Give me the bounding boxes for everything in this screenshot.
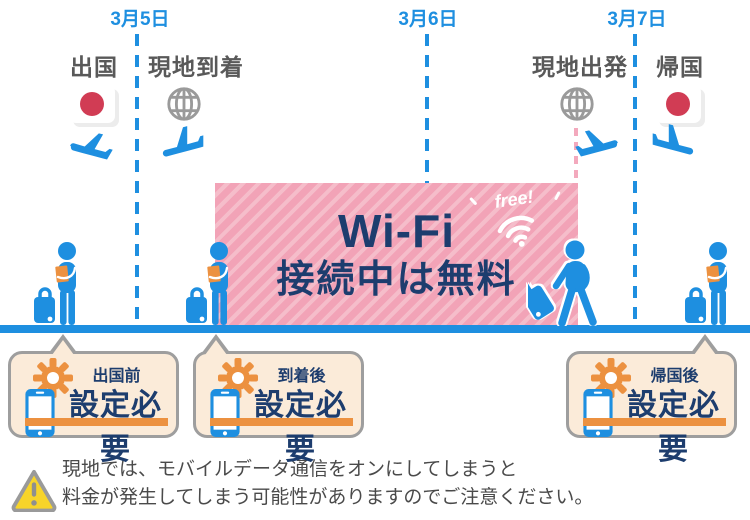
warning-icon bbox=[10, 468, 58, 513]
wifi-banner-subtitle: 接続中は無料 bbox=[276, 259, 517, 301]
globe-icon bbox=[558, 85, 596, 123]
event-label-local-arrival: 現地到着 bbox=[148, 54, 244, 80]
callout-underline-bar bbox=[25, 418, 168, 426]
callout-after-return: 帰国後 設定必要 bbox=[566, 334, 737, 466]
day-separator-line bbox=[135, 34, 139, 325]
callout-action-label: 設定必要 bbox=[69, 389, 162, 466]
gear-icon bbox=[218, 358, 258, 398]
smartphone-icon bbox=[24, 388, 56, 438]
warning-text: 現地では、モバイルデータ通信をオンにしてしまうと 料金が発生してしまう可能性があ… bbox=[62, 456, 593, 512]
wifi-signal-icon bbox=[490, 205, 545, 255]
traveler-standing bbox=[684, 241, 734, 331]
event-label-local-departure: 現地出発 bbox=[532, 54, 628, 80]
callout-period-label: 帰国後 bbox=[650, 368, 699, 385]
day-separator-line bbox=[425, 34, 429, 325]
callout-underline-bar bbox=[210, 418, 353, 426]
flag-red-circle bbox=[80, 92, 104, 116]
japan-flag-icon bbox=[655, 85, 701, 123]
plane-takeoff-icon bbox=[67, 131, 113, 163]
traveler-standing bbox=[33, 241, 83, 331]
free-badge: free! bbox=[469, 184, 561, 259]
speech-bubble-tail bbox=[201, 334, 231, 355]
callout-underline-bar bbox=[583, 418, 726, 426]
flag-red-circle bbox=[666, 92, 690, 116]
traveler-walking bbox=[518, 240, 600, 331]
globe-icon bbox=[165, 85, 203, 123]
wifi-banner-title: Wi-Fi bbox=[338, 205, 455, 257]
warning-line-1: 現地では、モバイルデータ通信をオンにしてしまうと bbox=[62, 459, 518, 480]
timeline-ground-line bbox=[0, 325, 750, 333]
day-separator-line bbox=[633, 34, 637, 325]
plane-takeoff-icon bbox=[575, 128, 621, 160]
callout-action-label: 設定必要 bbox=[254, 389, 347, 466]
japan-flag-icon bbox=[69, 85, 115, 123]
callout-before-departure: 出国前 設定必要 bbox=[8, 334, 179, 466]
local-departure-dashed-line bbox=[574, 128, 578, 186]
date-label-march-7: 3月7日 bbox=[607, 9, 667, 30]
traveler-standing bbox=[185, 241, 235, 331]
warning-line-2: 料金が発生してしまう可能性がありますのでご注意ください。 bbox=[62, 487, 594, 508]
speech-bubble-tail bbox=[690, 334, 720, 355]
date-label-march-6: 3月6日 bbox=[398, 9, 458, 30]
smartphone-icon bbox=[582, 388, 614, 438]
callout-after-arrival: 到着後 設定必要 bbox=[193, 334, 364, 466]
plane-landing-icon bbox=[159, 126, 205, 158]
gear-icon bbox=[33, 358, 73, 398]
wifi-free-banner: Wi-Fi 接続中は無料 free! bbox=[215, 183, 578, 325]
event-label-return: 帰国 bbox=[656, 54, 704, 80]
speech-bubble-tail bbox=[48, 334, 78, 355]
smartphone-icon bbox=[209, 388, 241, 438]
callout-period-label: 到着後 bbox=[277, 368, 326, 385]
free-tick-mark bbox=[553, 191, 560, 201]
plane-landing-icon bbox=[651, 124, 697, 156]
event-label-departure: 出国 bbox=[70, 54, 118, 80]
gear-icon bbox=[591, 358, 631, 398]
date-label-march-5: 3月5日 bbox=[110, 9, 170, 30]
callout-action-label: 設定必要 bbox=[627, 389, 720, 466]
callout-period-label: 出国前 bbox=[92, 368, 141, 385]
